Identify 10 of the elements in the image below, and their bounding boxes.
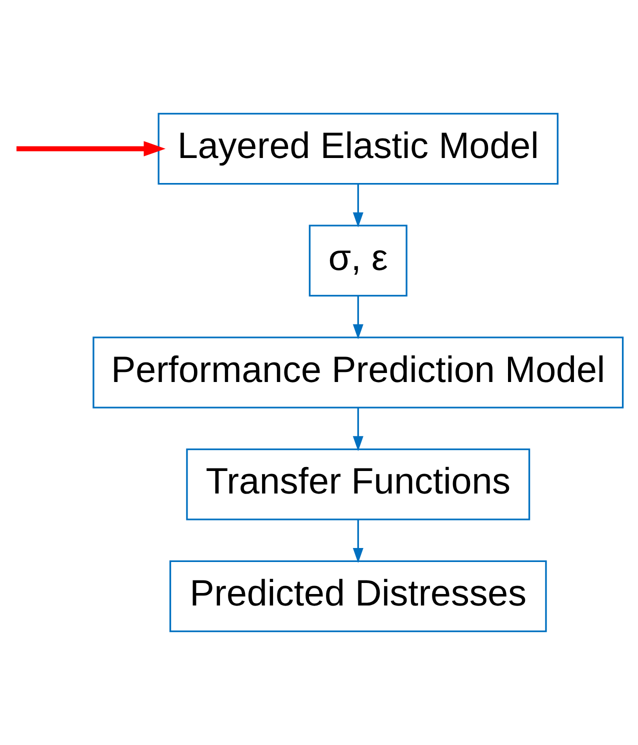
node-box: σ, ε	[308, 224, 408, 297]
arrow	[352, 296, 364, 340]
arrow	[352, 520, 364, 564]
arrow	[16, 141, 166, 156]
node-box: Layered Elastic Model	[158, 112, 558, 185]
node-box: Transfer Functions	[186, 448, 530, 520]
node-box: Predicted Distresses	[169, 560, 547, 632]
arrow	[352, 184, 364, 228]
arrow	[352, 408, 364, 452]
node-box: Performance Prediction Model	[92, 336, 624, 408]
